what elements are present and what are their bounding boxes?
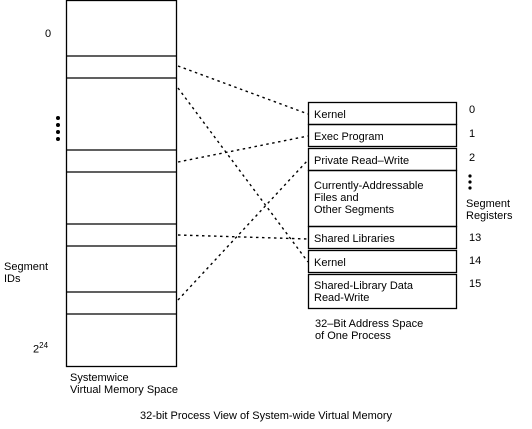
- segment-label-kernel-14: Kernel: [314, 257, 346, 269]
- segment-label-shared-libraries: Shared Libraries: [314, 233, 395, 245]
- register-number-1: 1: [469, 128, 476, 140]
- segment-ids-label: Segment IDs: [4, 261, 49, 285]
- bottom-index-base: 2: [33, 343, 40, 356]
- segment-label-addressable-files: Currently-Addressable Files and Other Se…: [314, 180, 424, 216]
- address-space-caption: 32–Bit Address Space of One Process: [315, 318, 424, 342]
- virtual-memory-column: [65, 0, 178, 368]
- register-number-2: 2: [469, 152, 476, 164]
- mapping-lines: [177, 65, 309, 301]
- segment-label-kernel-0: Kernel: [314, 109, 346, 121]
- segment-label-shared-library-data: Shared-Library Data Read-Write: [314, 280, 414, 304]
- segment-id-ellipsis: [56, 116, 60, 141]
- virtual-memory-caption: Systemwice Virtual Memory Space: [70, 372, 179, 396]
- top-segment-index: 0: [45, 28, 52, 40]
- figure-caption: 32-bit Process View of System-wide Virtu…: [139, 410, 393, 422]
- register-number-13: 13: [469, 232, 482, 244]
- register-number-15: 15: [469, 278, 482, 290]
- segment-registers-label: Segment Registers: [466, 198, 513, 222]
- segment-register-ellipsis: [468, 174, 472, 190]
- register-number-0: 0: [469, 104, 476, 116]
- bottom-index-exponent: 24: [39, 341, 49, 350]
- register-number-14: 14: [469, 255, 482, 267]
- segment-label-private-read-write: Private Read–Write: [314, 155, 410, 167]
- address-space-boxes: [307, 101, 458, 310]
- bottom-segment-index: 224: [33, 340, 48, 356]
- segment-label-exec-program: Exec Program: [314, 131, 384, 143]
- virtual-memory-slot-lines: [66, 55, 177, 315]
